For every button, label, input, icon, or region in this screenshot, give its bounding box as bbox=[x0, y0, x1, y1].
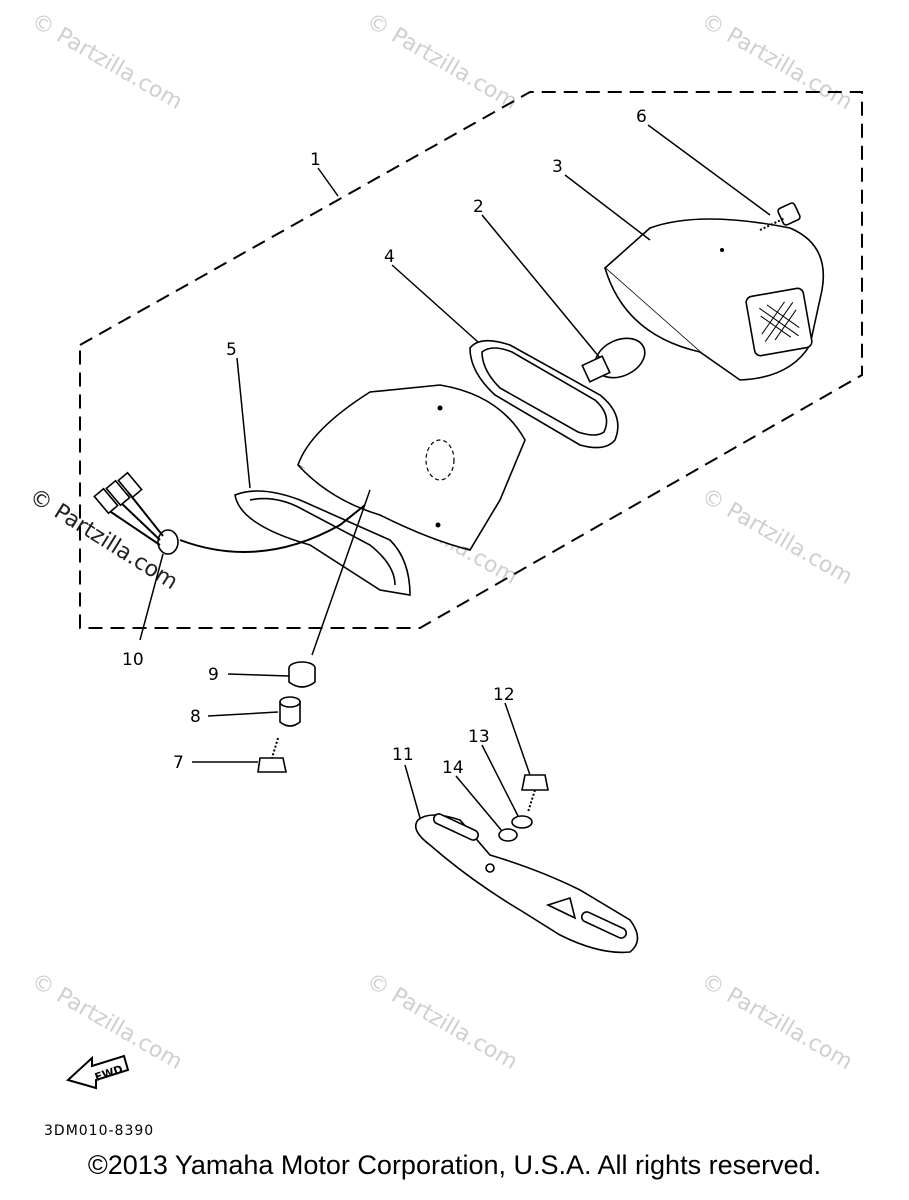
callout-2: 2 bbox=[473, 197, 484, 217]
gasket bbox=[469, 339, 619, 449]
wire-harness bbox=[93, 471, 366, 555]
watermark: © Partzilla.com bbox=[362, 969, 522, 1076]
callout-8: 8 bbox=[190, 707, 201, 727]
taillight-housing bbox=[234, 384, 526, 596]
watermark: © Partzilla.com bbox=[697, 484, 857, 591]
collar-8 bbox=[279, 696, 301, 727]
bolt-7 bbox=[257, 737, 287, 773]
watermark: © Partzilla.com bbox=[697, 969, 857, 1076]
fwd-arrow-icon: FWD bbox=[66, 1054, 130, 1090]
callout-13: 13 bbox=[468, 727, 490, 747]
grommet-9 bbox=[288, 661, 316, 688]
callout-10: 10 bbox=[122, 650, 144, 670]
washer-13 bbox=[511, 815, 533, 829]
callout-11: 11 bbox=[392, 745, 414, 765]
callout-6: 6 bbox=[636, 107, 647, 127]
copyright-notice: ©2013 Yamaha Motor Corporation, U.S.A. A… bbox=[87, 1150, 822, 1180]
callouts: 1 2 3 4 5 6 7 8 9 10 11 12 13 14 bbox=[122, 107, 647, 778]
bolt-12 bbox=[521, 774, 549, 813]
watermark: © Partzilla.com bbox=[362, 9, 522, 116]
callout-14: 14 bbox=[442, 758, 464, 778]
diagram-code: 3DM010-8390 bbox=[44, 1123, 154, 1139]
taillight-lens bbox=[603, 218, 825, 381]
watermark: © Partzilla.com bbox=[27, 969, 187, 1076]
screw-6 bbox=[759, 202, 801, 231]
bulb bbox=[581, 337, 646, 383]
callout-4: 4 bbox=[384, 247, 395, 267]
callout-9: 9 bbox=[208, 665, 219, 685]
callout-7: 7 bbox=[173, 753, 184, 773]
bracket bbox=[414, 813, 639, 954]
callout-5: 5 bbox=[226, 340, 237, 360]
assembly-outline bbox=[79, 91, 863, 629]
watermark: © Partzilla.com bbox=[27, 9, 187, 116]
callout-1: 1 bbox=[310, 150, 321, 170]
callout-12: 12 bbox=[493, 685, 515, 705]
watermark: © Partzilla.com bbox=[697, 9, 857, 116]
leader-lines bbox=[139, 124, 771, 832]
callout-3: 3 bbox=[552, 157, 563, 177]
washer-14 bbox=[498, 828, 518, 842]
